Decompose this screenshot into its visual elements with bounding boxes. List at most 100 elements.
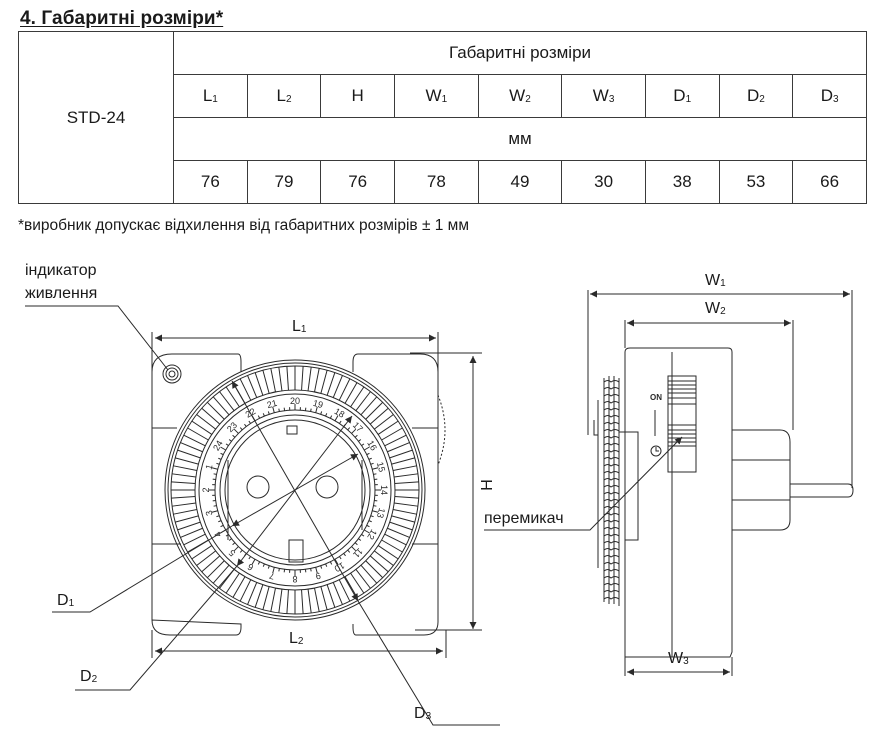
dial-segment — [173, 465, 198, 471]
column-subscript: 2 — [285, 94, 292, 105]
dial-segment — [355, 569, 371, 589]
dial-rib — [603, 436, 620, 439]
dim-W2-sub: 2 — [720, 306, 726, 317]
dial-segment — [286, 366, 289, 391]
dial-tick — [358, 538, 362, 541]
dial-rib — [603, 429, 620, 432]
dial-number: 1 — [204, 463, 215, 470]
dial-number: 18 — [333, 406, 347, 420]
dial-segment — [394, 481, 419, 484]
dial-segment — [360, 396, 378, 416]
dial-segment — [381, 427, 403, 441]
leader-indicator — [25, 305, 169, 371]
dial-tick — [354, 542, 358, 546]
dial-segment — [307, 366, 312, 391]
dial-segment — [286, 589, 289, 614]
dial-segment — [196, 414, 216, 430]
dim-L1-sub: 1 — [300, 324, 307, 335]
dial-number: 4 — [212, 530, 223, 539]
dim-D2-base: D — [80, 668, 92, 685]
dial-segment — [196, 550, 216, 566]
dial-tick — [361, 534, 365, 537]
switch-callout: перемикач — [484, 510, 564, 527]
column-symbol: L — [202, 86, 213, 105]
dial-segment — [191, 420, 213, 435]
dial-segment — [212, 396, 230, 416]
dial-tick — [232, 542, 236, 546]
dial-segment — [391, 457, 415, 465]
dial-segment — [180, 527, 203, 538]
value-cell: 66 — [792, 160, 867, 204]
dial-number: 6 — [246, 561, 255, 572]
dial-number: 16 — [365, 439, 379, 453]
column-symbol: L — [276, 86, 286, 105]
dial-number: 23 — [225, 420, 239, 434]
column-header-D3: D3 — [792, 74, 867, 118]
value-cell: 30 — [561, 160, 646, 204]
dial-tick — [239, 427, 243, 431]
dial-number: 20 — [290, 396, 300, 406]
dial-segment — [183, 533, 206, 546]
value-cell: 76 — [173, 160, 248, 204]
dial-rib — [603, 555, 620, 558]
leader-D1 — [52, 525, 233, 613]
dial-tick — [373, 505, 377, 507]
side-dial-stack — [593, 376, 639, 606]
dial-tick — [232, 434, 236, 438]
dial-segment — [389, 449, 413, 459]
dim-W2-base: W — [705, 300, 721, 317]
indicator-callout-line2: живлення — [25, 285, 98, 302]
dim-label-W2: W2 — [705, 300, 726, 318]
unit-cell: мм — [173, 117, 867, 161]
dial-tick — [267, 411, 270, 415]
front-view — [25, 305, 500, 726]
column-symbol: W — [509, 86, 526, 105]
dial-tick — [320, 411, 323, 415]
leader-switch — [484, 436, 683, 531]
value-cell: 53 — [718, 160, 794, 204]
dial-rib — [603, 499, 620, 502]
dial-tick — [364, 446, 370, 451]
dial-tick — [225, 443, 229, 446]
dial-tick — [370, 515, 374, 518]
plug — [732, 429, 854, 531]
dial-segment — [365, 401, 384, 420]
dial-tick — [325, 563, 328, 567]
dial-tick — [220, 524, 224, 528]
dial-segment — [212, 564, 230, 584]
dial-tick — [325, 413, 328, 417]
dial-segment — [387, 527, 410, 538]
dim-label-W1: W1 — [705, 272, 726, 290]
dial-segment — [394, 473, 419, 478]
dial-segment — [201, 555, 221, 573]
dial-rib — [603, 394, 620, 397]
dial-number: 24 — [211, 439, 225, 453]
dial-tick — [361, 443, 365, 446]
column-subscript: 1 — [685, 94, 692, 105]
dim-W3-sub: 3 — [683, 656, 689, 667]
dial-tick — [370, 462, 374, 465]
dial-number: 12 — [365, 528, 379, 542]
model-cell: STD-24 — [18, 31, 174, 204]
dial-segment — [384, 434, 407, 447]
dial-segment — [247, 582, 258, 605]
dim-L2-base: L — [289, 630, 298, 647]
dim-label-D1: D1 — [57, 592, 74, 610]
dim-line-D3 — [231, 380, 359, 602]
dial-segment — [201, 407, 221, 425]
dial-rib — [603, 485, 620, 488]
dial-segment — [171, 496, 196, 499]
column-subscript: 1 — [441, 94, 448, 105]
dial-tick — [228, 538, 232, 541]
dial-segment — [389, 521, 413, 531]
dial-segment — [278, 589, 283, 614]
dial-segment — [374, 550, 394, 566]
dial-rib — [603, 576, 620, 579]
dial-tick — [228, 439, 232, 442]
dim-L1-base: L — [292, 318, 301, 335]
dial-rib — [603, 464, 620, 467]
dial-tick — [343, 553, 346, 557]
dial-number: 15 — [375, 461, 387, 473]
